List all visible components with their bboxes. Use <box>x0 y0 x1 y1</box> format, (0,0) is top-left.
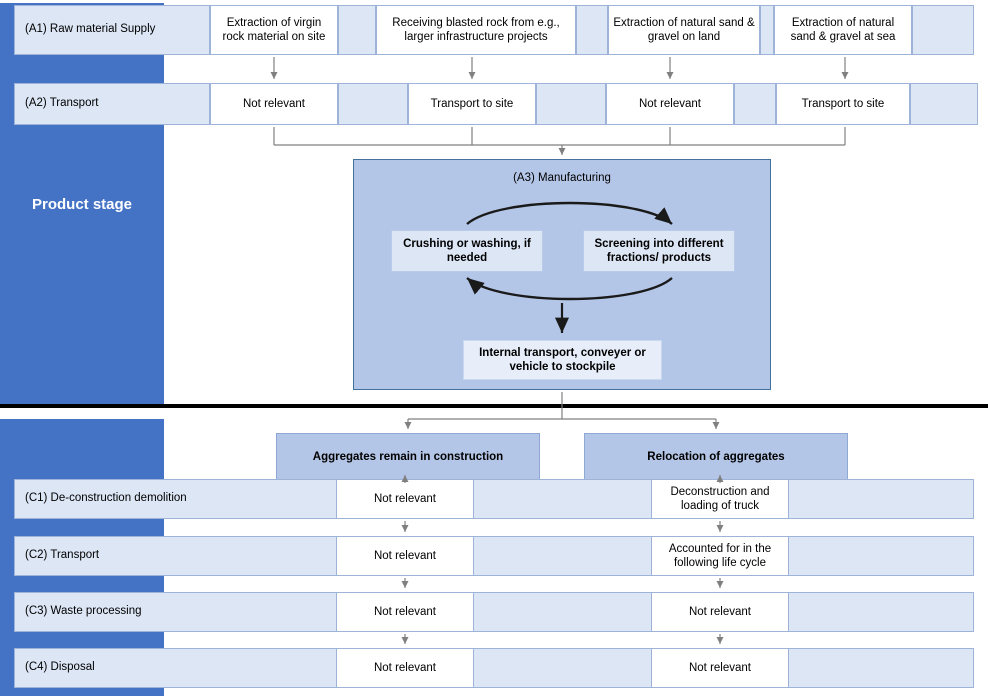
stage-band-product: Product stage <box>0 3 164 406</box>
row-label-a1: (A1) Raw material Supply <box>14 5 210 55</box>
a1-spacer-2 <box>760 5 774 55</box>
a2-item-0-label: Not relevant <box>242 97 305 110</box>
a1-item-1[interactable]: Receiving blasted rock from e.g., larger… <box>376 5 576 55</box>
row-label-c3-text: (C3) Waste processing <box>25 605 142 618</box>
c1-cell-1-label: Deconstruction and loading of truck <box>670 485 770 512</box>
a2-spacer-2 <box>734 83 776 125</box>
c1-cell-0[interactable]: Not relevant <box>336 479 474 519</box>
row-label-c2: (C2) Transport <box>14 536 974 576</box>
row-label-c3: (C3) Waste processing <box>14 592 974 632</box>
manufacturing-internal-transport-label: Internal transport, conveyer or vehicle … <box>479 346 646 373</box>
c4-cell-0-label: Not relevant <box>373 661 436 674</box>
row-label-c4-text: (C4) Disposal <box>25 661 95 674</box>
c2-cell-1[interactable]: Accounted for in the following life cycl… <box>651 536 789 576</box>
c3-cell-0[interactable]: Not relevant <box>336 592 474 632</box>
eol-branch-1-label: Relocation of aggregates <box>647 450 785 463</box>
c3-cell-1[interactable]: Not relevant <box>651 592 789 632</box>
a1-item-0-label: Extraction of virgin rock material on si… <box>222 16 326 43</box>
manufacturing-title: (A3) Manufacturing <box>513 172 611 184</box>
a2-item-1[interactable]: Transport to site <box>408 83 536 125</box>
a2-spacer-3 <box>910 83 978 125</box>
a2-item-2-label: Not relevant <box>638 97 701 110</box>
a1-item-2[interactable]: Extraction of natural sand & gravel on l… <box>608 5 760 55</box>
c3-cell-0-label: Not relevant <box>373 605 436 618</box>
a1-item-3-label: Extraction of natural sand & gravel at s… <box>790 16 896 43</box>
row-label-c2-text: (C2) Transport <box>25 549 100 562</box>
a2-spacer-0 <box>338 83 408 125</box>
c4-cell-0[interactable]: Not relevant <box>336 648 474 688</box>
manufacturing-crushing[interactable]: Crushing or washing, if needed <box>391 230 543 272</box>
manufacturing-screening-label: Screening into different fractions/ prod… <box>594 237 724 264</box>
eol-branch-1[interactable]: Relocation of aggregates <box>584 433 848 481</box>
row-label-c4: (C4) Disposal <box>14 648 974 688</box>
row-label-c1: (C1) De-construction demolition <box>14 479 974 519</box>
a2-item-3[interactable]: Transport to site <box>776 83 910 125</box>
eol-branch-0-label: Aggregates remain in construction <box>312 450 504 463</box>
c3-cell-1-label: Not relevant <box>688 605 751 618</box>
a1-spacer-1 <box>576 5 608 55</box>
row-label-a1-text: (A1) Raw material Supply <box>25 23 156 36</box>
c4-cell-1[interactable]: Not relevant <box>651 648 789 688</box>
a1-spacer-3 <box>912 5 974 55</box>
manufacturing-internal-transport[interactable]: Internal transport, conveyer or vehicle … <box>463 340 662 380</box>
a2-item-3-label: Transport to site <box>801 97 885 110</box>
a2-item-0[interactable]: Not relevant <box>210 83 338 125</box>
a1-item-3[interactable]: Extraction of natural sand & gravel at s… <box>774 5 912 55</box>
a1-item-1-label: Receiving blasted rock from e.g., larger… <box>392 16 560 43</box>
eol-branch-0[interactable]: Aggregates remain in construction <box>276 433 540 481</box>
row-label-a2: (A2) Transport <box>14 83 210 125</box>
a1-item-0[interactable]: Extraction of virgin rock material on si… <box>210 5 338 55</box>
c1-cell-1[interactable]: Deconstruction and loading of truck <box>651 479 789 519</box>
c1-cell-0-label: Not relevant <box>373 492 436 505</box>
a2-spacer-1 <box>536 83 606 125</box>
c4-cell-1-label: Not relevant <box>688 661 751 674</box>
row-label-a2-text: (A2) Transport <box>25 97 99 110</box>
section-divider <box>0 404 988 408</box>
stage-band-product-label: Product stage <box>31 196 133 213</box>
a2-item-2[interactable]: Not relevant <box>606 83 734 125</box>
c2-cell-1-label: Accounted for in the following life cycl… <box>668 542 772 569</box>
manufacturing-crushing-label: Crushing or washing, if needed <box>403 237 531 264</box>
a2-item-1-label: Transport to site <box>430 97 514 110</box>
c2-cell-0[interactable]: Not relevant <box>336 536 474 576</box>
a1-spacer-0 <box>338 5 376 55</box>
row-label-c1-text: (C1) De-construction demolition <box>25 492 187 505</box>
manufacturing-screening[interactable]: Screening into different fractions/ prod… <box>583 230 735 272</box>
c2-cell-0-label: Not relevant <box>373 549 436 562</box>
a1-item-2-label: Extraction of natural sand & gravel on l… <box>613 16 755 43</box>
